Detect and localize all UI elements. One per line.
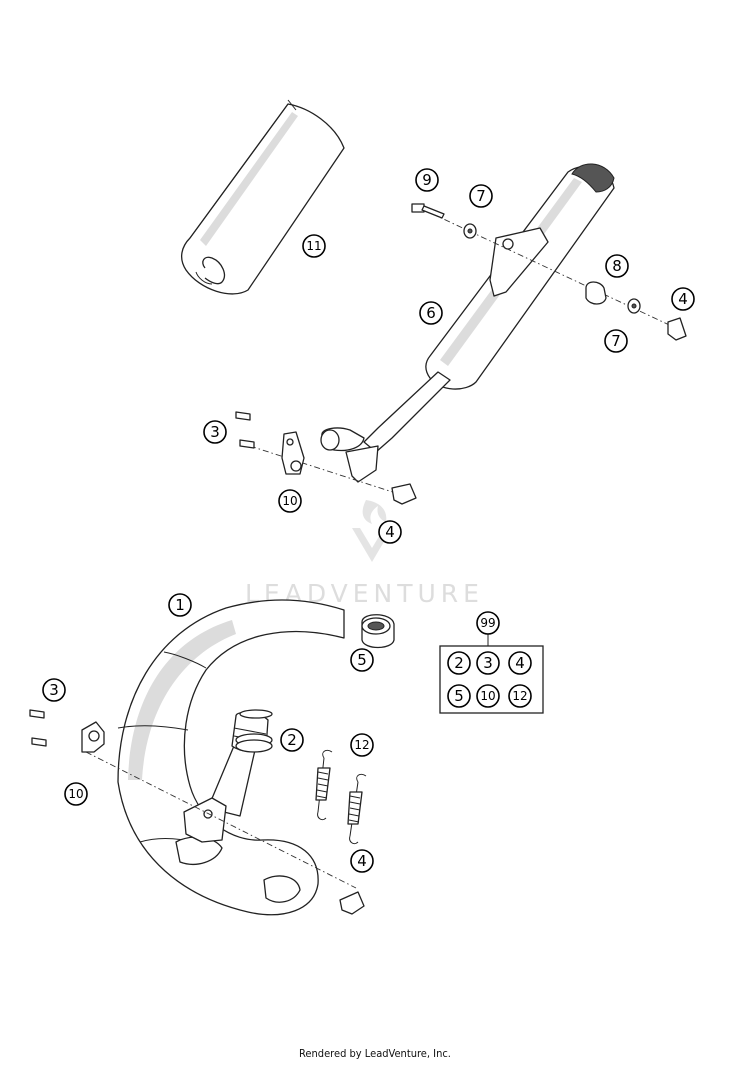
kit-item-3: 3 [476, 651, 500, 675]
svg-text:3: 3 [49, 681, 59, 699]
callout-12: 12 [350, 733, 374, 757]
svg-text:12: 12 [512, 689, 527, 703]
svg-text:3: 3 [483, 654, 493, 672]
callout-7-top: 7 [469, 184, 493, 208]
callout-7-bottom: 7 [604, 329, 628, 353]
part-11-sleeve [180, 99, 345, 295]
svg-text:5: 5 [454, 687, 464, 705]
part-1-expansion-pipe [85, 599, 357, 916]
callout-8: 8 [605, 254, 629, 278]
callout-1: 1 [168, 593, 192, 617]
callout-4-mid: 4 [378, 520, 402, 544]
svg-text:2: 2 [454, 654, 464, 672]
svg-text:1: 1 [175, 596, 185, 614]
leadventure-watermark: LEADVENTURE [245, 500, 479, 608]
part-5-seal [361, 614, 395, 649]
kit-99-group: 99 2 3 4 5 10 12 [439, 611, 544, 714]
callout-2: 2 [280, 728, 304, 752]
callout-10-bottom: 10 [64, 782, 88, 806]
svg-text:4: 4 [515, 654, 525, 672]
kit-item-2: 2 [447, 651, 471, 675]
svg-text:2: 2 [287, 731, 297, 749]
svg-text:12: 12 [354, 738, 369, 752]
callout-10-mid: 10 [278, 489, 302, 513]
callout-3-bottom: 3 [42, 678, 66, 702]
part-12-springs [315, 749, 367, 845]
svg-text:8: 8 [612, 257, 622, 275]
silencer-mount-hardware [411, 203, 687, 341]
svg-text:7: 7 [611, 332, 621, 350]
kit-99-label: 99 [476, 611, 500, 635]
svg-text:6: 6 [426, 304, 436, 322]
kit-item-5: 5 [447, 684, 471, 708]
svg-text:99: 99 [480, 616, 495, 630]
svg-text:4: 4 [678, 290, 688, 308]
callout-3-top: 3 [203, 420, 227, 444]
svg-text:4: 4 [385, 523, 395, 541]
callout-4-top-right: 4 [671, 287, 695, 311]
svg-text:3: 3 [210, 423, 220, 441]
svg-text:4: 4 [357, 852, 367, 870]
callout-9: 9 [415, 168, 439, 192]
svg-text:7: 7 [476, 187, 486, 205]
footer-credit: Rendered by LeadVenture, Inc. [299, 1047, 451, 1060]
svg-text:10: 10 [68, 787, 83, 801]
part-6-silencer [249, 163, 615, 497]
callout-11: 11 [302, 234, 326, 258]
callout-5: 5 [350, 648, 374, 672]
svg-text:11: 11 [306, 239, 321, 253]
part-2-gaskets [235, 709, 273, 753]
svg-text:10: 10 [282, 494, 297, 508]
svg-text:9: 9 [422, 171, 432, 189]
kit-item-10: 10 [476, 684, 500, 708]
kit-item-4: 4 [508, 651, 532, 675]
link-pipe-mount-hardware [235, 411, 417, 505]
expansion-pipe-mount-hardware [29, 709, 365, 915]
svg-text:5: 5 [357, 651, 367, 669]
callout-6: 6 [419, 301, 443, 325]
kit-item-12: 12 [508, 684, 532, 708]
svg-text:10: 10 [480, 689, 495, 703]
callout-4-bottom: 4 [350, 849, 374, 873]
